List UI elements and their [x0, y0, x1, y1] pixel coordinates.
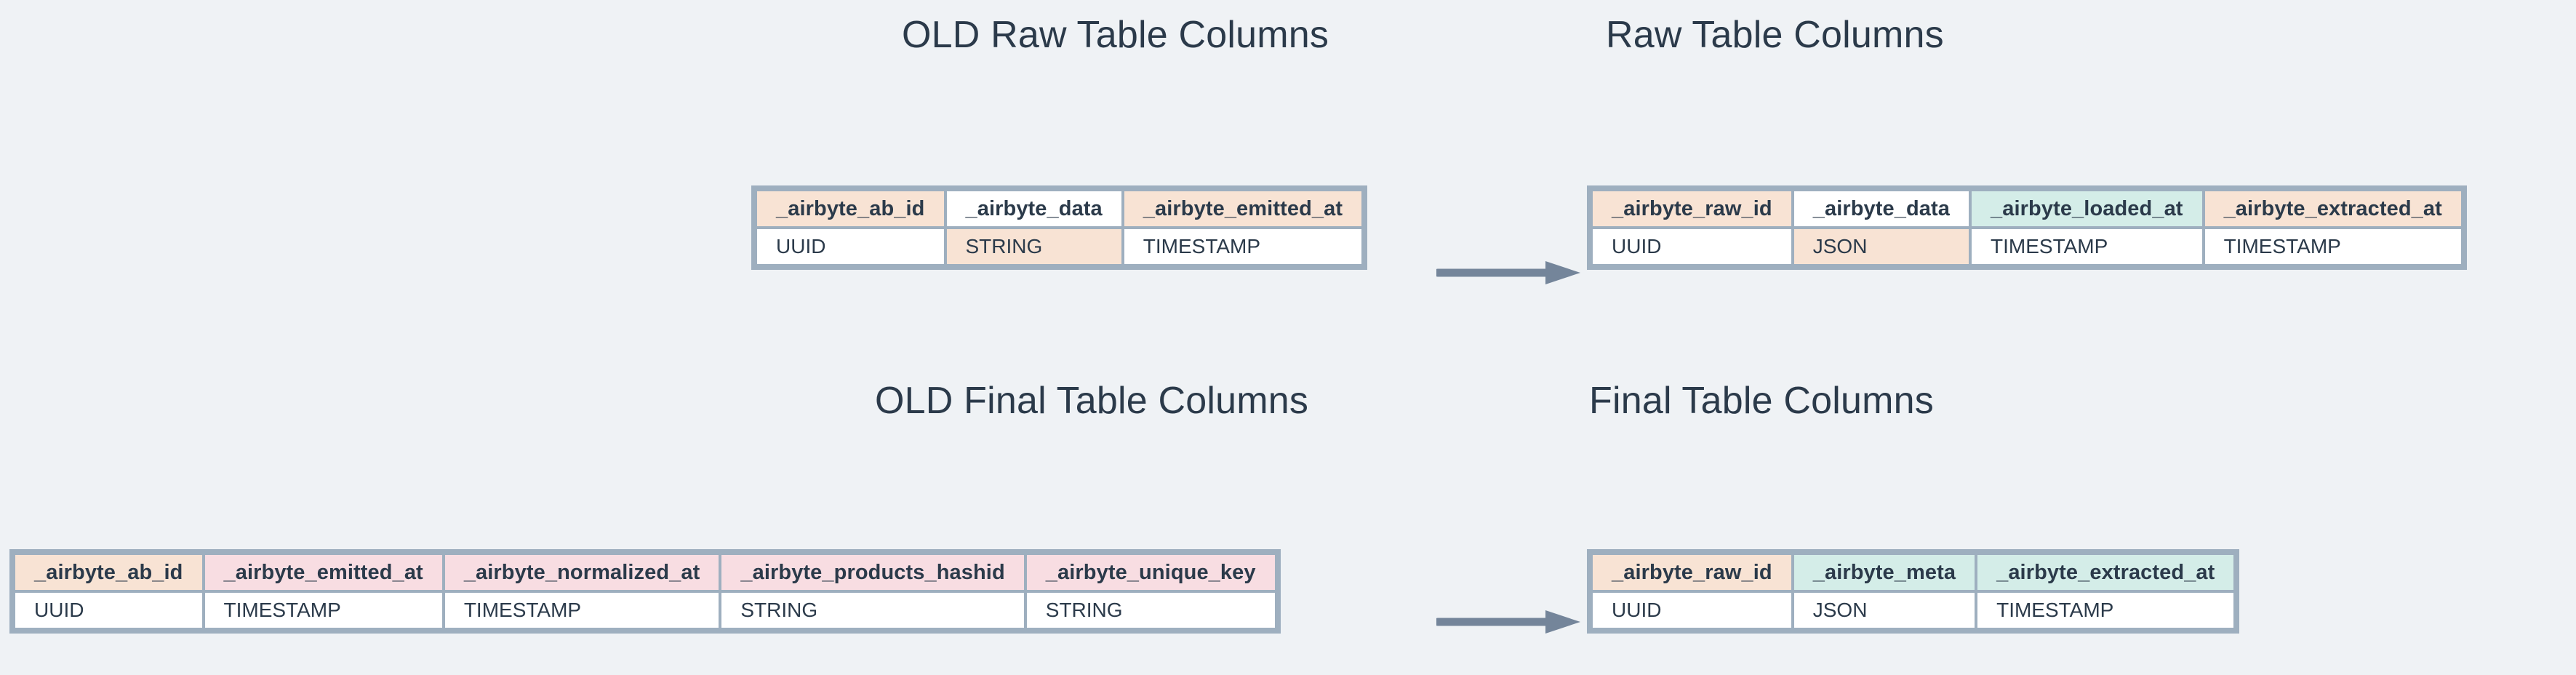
- column-type-cell: TIMESTAMP: [1977, 593, 2234, 628]
- column-header-cell: _airbyte_emitted_at: [204, 555, 442, 590]
- old-raw-header-row: _airbyte_ab_id_airbyte_data_airbyte_emit…: [757, 191, 1362, 226]
- title-old-raw-table-columns: OLD Raw Table Columns: [902, 14, 1329, 56]
- table-row: _airbyte_ab_id_airbyte_data_airbyte_emit…: [757, 191, 1362, 226]
- column-type-cell: TIMESTAMP: [204, 593, 442, 628]
- column-header-cell: _airbyte_ab_id: [15, 555, 202, 590]
- column-header-cell: _airbyte_normalized_at: [444, 555, 719, 590]
- column-header-cell: _airbyte_raw_id: [1593, 555, 1791, 590]
- title-raw-table-columns: Raw Table Columns: [1606, 14, 1944, 56]
- column-header-cell: _airbyte_data: [946, 191, 1121, 226]
- old-raw-table: _airbyte_ab_id_airbyte_data_airbyte_emit…: [751, 185, 1368, 270]
- column-type-cell: JSON: [1793, 593, 1975, 628]
- column-type-cell: UUID: [1593, 593, 1791, 628]
- column-type-cell: TIMESTAMP: [1972, 229, 2202, 264]
- column-type-cell: TIMESTAMP: [1124, 229, 1362, 264]
- column-type-cell: STRING: [721, 593, 1024, 628]
- table-row: _airbyte_raw_id_airbyte_data_airbyte_loa…: [1593, 191, 2461, 226]
- title-final-table-columns: Final Table Columns: [1589, 380, 1934, 422]
- raw-header-row: _airbyte_raw_id_airbyte_data_airbyte_loa…: [1593, 191, 2461, 226]
- old-final-table: _airbyte_ab_id_airbyte_emitted_at_airbyt…: [9, 549, 1281, 634]
- old-raw-table-grid: _airbyte_ab_id_airbyte_data_airbyte_emit…: [754, 188, 1365, 267]
- column-header-cell: _airbyte_extracted_at: [2204, 191, 2461, 226]
- old-final-header-row: _airbyte_ab_id_airbyte_emitted_at_airbyt…: [15, 555, 1275, 590]
- column-type-cell: STRING: [1026, 593, 1275, 628]
- column-header-cell: _airbyte_loaded_at: [1972, 191, 2202, 226]
- column-type-cell: UUID: [1593, 229, 1791, 264]
- column-header-cell: _airbyte_raw_id: [1593, 191, 1791, 226]
- table-row: _airbyte_ab_id_airbyte_emitted_at_airbyt…: [15, 555, 1275, 590]
- column-header-cell: _airbyte_meta: [1793, 555, 1975, 590]
- column-header-cell: _airbyte_emitted_at: [1124, 191, 1362, 226]
- column-type-cell: UUID: [15, 593, 202, 628]
- column-header-cell: _airbyte_ab_id: [757, 191, 944, 226]
- raw-table: _airbyte_raw_id_airbyte_data_airbyte_loa…: [1587, 185, 2467, 270]
- final-header-row: _airbyte_raw_id_airbyte_meta_airbyte_ext…: [1593, 555, 2234, 590]
- old-final-table-grid: _airbyte_ab_id_airbyte_emitted_at_airbyt…: [12, 552, 1278, 631]
- column-header-cell: _airbyte_unique_key: [1026, 555, 1275, 590]
- column-header-cell: _airbyte_data: [1793, 191, 1969, 226]
- final-table-grid: _airbyte_raw_id_airbyte_meta_airbyte_ext…: [1590, 552, 2237, 631]
- column-type-cell: TIMESTAMP: [2204, 229, 2461, 264]
- column-header-cell: _airbyte_extracted_at: [1977, 555, 2234, 590]
- column-type-cell: JSON: [1793, 229, 1969, 264]
- column-type-cell: UUID: [757, 229, 944, 264]
- final-table: _airbyte_raw_id_airbyte_meta_airbyte_ext…: [1587, 549, 2240, 634]
- column-header-cell: _airbyte_products_hashid: [721, 555, 1024, 590]
- table-row: _airbyte_raw_id_airbyte_meta_airbyte_ext…: [1593, 555, 2234, 590]
- raw-migration-arrow-icon: [1436, 258, 1582, 287]
- raw-table-grid: _airbyte_raw_id_airbyte_data_airbyte_loa…: [1590, 188, 2464, 267]
- title-old-final-table-columns: OLD Final Table Columns: [875, 380, 1309, 422]
- final-migration-arrow-icon: [1436, 607, 1582, 636]
- column-type-cell: STRING: [946, 229, 1121, 264]
- column-type-cell: TIMESTAMP: [444, 593, 719, 628]
